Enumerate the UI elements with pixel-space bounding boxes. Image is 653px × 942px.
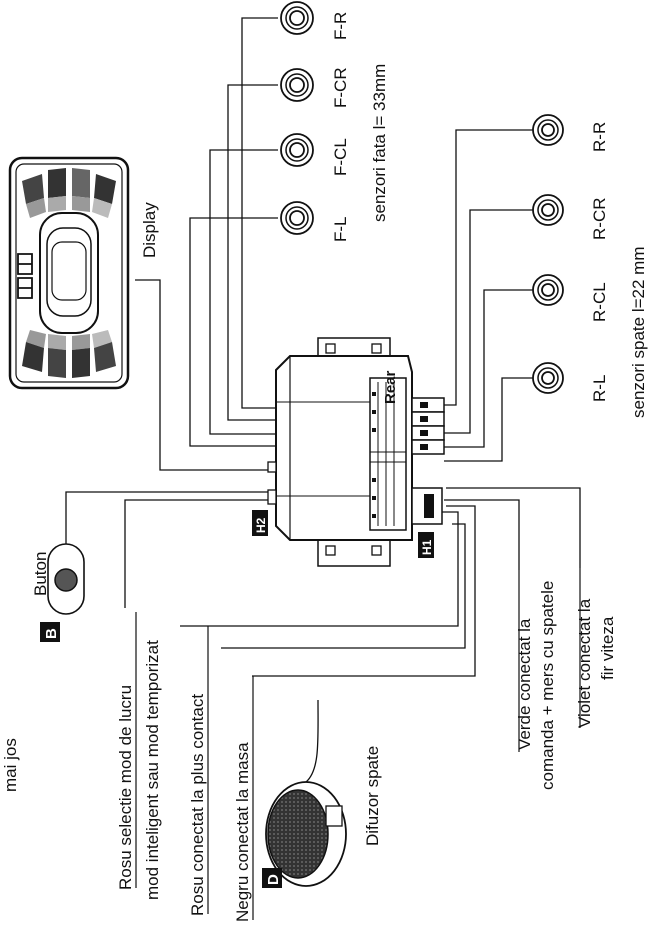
h1-badge bbox=[418, 532, 434, 558]
rear-sensor-label-rcl: R-CL bbox=[590, 282, 609, 322]
front-sensor-label-fcr: F-CR bbox=[331, 67, 350, 108]
rear-sensor-label-rr: R-R bbox=[590, 122, 609, 152]
display-car-icon bbox=[39, 212, 99, 334]
front-sensor-label-fl: F-L bbox=[331, 217, 350, 243]
h2-badge bbox=[252, 510, 268, 536]
display-bars-bottom bbox=[22, 330, 116, 378]
front-sensors-caption: senzori fata l= 33mm bbox=[370, 64, 389, 222]
front-sensor-fl bbox=[280, 201, 314, 235]
rear-sensor-label-rl: R-L bbox=[590, 375, 609, 402]
button-label: Buton bbox=[31, 552, 50, 596]
rear-sensor-rl bbox=[532, 362, 564, 394]
rear-sensor-rcr bbox=[532, 194, 564, 226]
badge-b-label: B bbox=[43, 628, 60, 639]
display-unit bbox=[8, 156, 130, 390]
red-mode-label-1: Rosu selectie mod de lucru bbox=[116, 685, 135, 890]
button-device bbox=[47, 543, 85, 615]
badge-d-label: D bbox=[265, 874, 282, 885]
green-label-1: Verde conectat la bbox=[515, 618, 534, 750]
rear-sensor-rr bbox=[532, 114, 564, 146]
display-bars-top bbox=[22, 168, 116, 218]
rear-tag: Rear bbox=[382, 370, 399, 404]
violet-label-2: fir viteza bbox=[598, 616, 617, 680]
front-sensor-fcr bbox=[280, 68, 314, 102]
truncated-note: mai jos bbox=[1, 738, 20, 792]
wiring bbox=[65, 17, 581, 677]
rear-sensors-caption: senzori spate l=22 mm bbox=[629, 247, 648, 419]
badge-b bbox=[40, 622, 60, 642]
display-label: Display bbox=[140, 202, 159, 258]
black-ground-label: Negru conectat la masa bbox=[233, 742, 252, 922]
badge-d bbox=[262, 868, 282, 888]
h2-label: H2 bbox=[254, 517, 268, 533]
speaker-label: Difuzor spate bbox=[363, 746, 382, 846]
red-ignition-label: Rosu conectat la plus contact bbox=[188, 694, 207, 916]
green-label-2: comanda + mers cu spatele bbox=[538, 581, 557, 790]
rear-sensor-rcl bbox=[532, 274, 564, 306]
front-sensor-label-fcl: F-CL bbox=[331, 138, 350, 176]
violet-label-1: Violet conectat la bbox=[575, 598, 594, 728]
control-module bbox=[267, 337, 445, 567]
red-mode-label-2: mod inteligent sau mod temporizat bbox=[143, 640, 162, 900]
front-sensor-fcl bbox=[280, 133, 314, 167]
rear-sensor-label-rcr: R-CR bbox=[590, 198, 609, 241]
front-sensor-label-fr: F-R bbox=[331, 12, 350, 40]
speaker-device bbox=[265, 699, 347, 887]
front-sensor-fr bbox=[280, 1, 314, 35]
h1-label: H1 bbox=[420, 539, 434, 555]
display-digits bbox=[17, 253, 33, 299]
